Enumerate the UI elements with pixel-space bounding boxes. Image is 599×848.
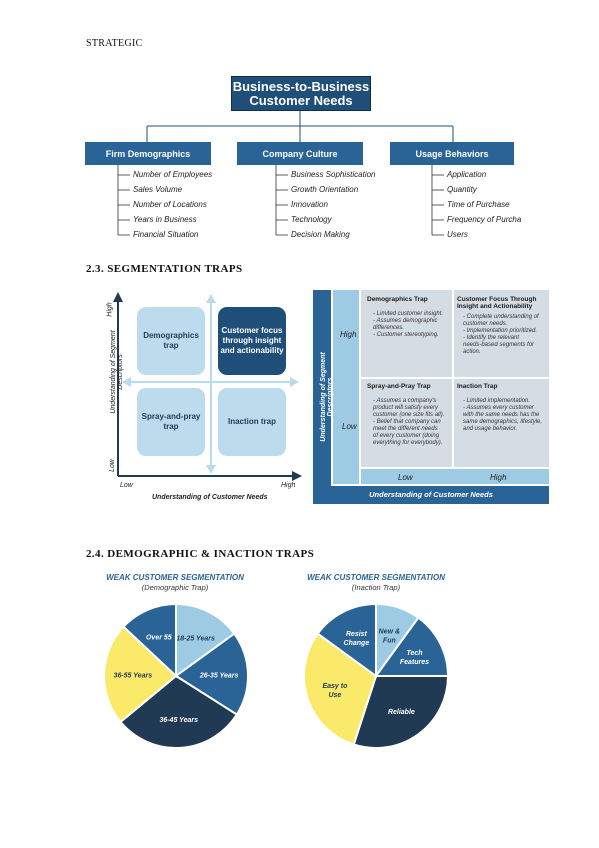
table-cell-line: - Assumes demographic: [373, 318, 438, 324]
quadrant-x-axis-label: Understanding of Customer Needs: [152, 494, 268, 501]
pie-slice-label: 36-55 Years: [114, 673, 153, 680]
table-cell-line: everything for everybody).: [373, 440, 443, 446]
table-cell-line: customer needs.: [463, 321, 508, 327]
pie2-subtitle: (Inaction Trap): [351, 583, 401, 592]
table-cell-title: Demographics Trap: [367, 296, 428, 303]
quadrant-y-high: High: [106, 302, 114, 317]
table-cell-demographics-trap: Demographics Trap - Limited customer ins…: [367, 296, 452, 339]
pie1-title: WEAK CUSTOMER SEGMENTATION: [106, 573, 244, 582]
table-row-high: High: [340, 330, 357, 339]
table-row-low: Low: [342, 422, 357, 431]
page-header-label: STRATEGIC: [86, 38, 143, 49]
table-cell-line: - Assumes a company's: [373, 398, 437, 404]
table-cell-line: needs-based segments for: [463, 342, 535, 348]
tree-item: Innovation: [291, 200, 328, 209]
pie-chart-demographic-trap: 18-25 Years 26-35 Years 36-45 Years 36-55 Y…: [103, 602, 249, 749]
tree-item: Technology: [291, 215, 332, 224]
pie2-title: WEAK CUSTOMER SEGMENTATION: [307, 573, 445, 582]
table-cell-line: action.: [463, 349, 481, 355]
tree-item: Financial Situation: [133, 230, 199, 239]
table-cell-line: meet the different needs: [373, 426, 438, 432]
tree-connectors: [117, 109, 454, 236]
table-cell-line: same demographics, lifestyle,: [463, 419, 543, 425]
table-cell-customer-focus: Customer Focus Through Insight and Actio…: [457, 296, 545, 356]
table-cell-line: - Identify the relevant: [463, 335, 520, 341]
table-cell-line: with the same needs has the: [463, 412, 540, 418]
pie-slice: [174, 632, 249, 716]
tree-category-firm-demographics: Firm Demographics: [85, 142, 211, 165]
table-cell-line: - Limited implementation.: [463, 398, 531, 404]
tree-item: Business Sophistication: [291, 170, 376, 179]
pie-slice: [316, 602, 377, 678]
table-cell-line: - Belief that company can: [373, 419, 441, 425]
pie-slice-label: Over 55: [146, 634, 172, 641]
pie-slice: [374, 616, 450, 677]
tree-item: Number of Employees: [133, 170, 213, 179]
table-cell-line: customer (one size fits all).: [373, 412, 445, 418]
pie-slice: [119, 674, 239, 749]
pie-slice: [303, 632, 378, 746]
table-cell-title: Inaction Trap: [457, 383, 498, 390]
pie-slice: [175, 602, 236, 678]
tree-category-usage-behaviors: Usage Behaviors: [390, 142, 514, 165]
quadrant-y-low: Low: [108, 459, 116, 472]
tree-item: Users: [447, 230, 468, 239]
table-col-high: High: [490, 473, 507, 482]
table-cell-title: Spray-and-Pray Trap: [367, 383, 431, 390]
quadrant-inaction-trap: Inaction trap: [227, 417, 276, 426]
table-cell-line: - Customer stereotyping.: [373, 332, 439, 338]
pie-slice: [122, 602, 177, 679]
pie-slice-label: New &Fun: [379, 628, 400, 644]
tree-item: Sales Volume: [133, 185, 183, 194]
pie-slice: [352, 675, 450, 749]
table-cell-spray-and-pray-trap: Spray-and-Pray Trap - Assumes a company'…: [367, 383, 452, 447]
table-x-axis-label: Understanding of Customer Needs: [369, 490, 493, 499]
table-cell-line: - Assumes every customer: [463, 405, 534, 411]
table-cell-title: Customer Focus Through Insight and Actio…: [457, 296, 537, 310]
table-y-axis-label: Understanding of Segment Descriptors: [320, 352, 334, 442]
pie-slice-label: 18-25 Years: [176, 636, 215, 643]
tree-item: Application: [447, 170, 487, 179]
tree-item: Years in Business: [133, 215, 197, 224]
pie-slice: [103, 625, 178, 724]
pie-slice-label: Reliable: [388, 709, 415, 716]
table-cell-line: and usage behavior.: [463, 426, 518, 432]
tree-category-company-culture: Company Culture: [237, 142, 363, 165]
table-cell-line: product will satisfy every: [373, 405, 439, 411]
tree-item: Time of Purchase: [447, 200, 510, 209]
table-background: [313, 290, 549, 504]
table-cell-line: - Limited customer insight.: [373, 311, 444, 317]
quadrant-demographics-trap: Demographics trap: [143, 331, 199, 350]
table-cell-line: - Implementation prioritized.: [463, 328, 538, 334]
section-title-demographic-inaction-traps: 2.4. DEMOGRAPHIC & INACTION TRAPS: [86, 548, 315, 560]
section-title-segmentation-traps: 2.3. SEGMENTATION TRAPS: [86, 263, 243, 275]
pie-slice-label: 26-35 Years: [199, 673, 239, 680]
table-col-low: Low: [398, 473, 413, 482]
table-cell-line: differences.: [373, 325, 405, 331]
pie-slice-label: 36-45 Years: [159, 717, 198, 724]
tree-item: Number of Locations: [133, 200, 207, 209]
tree-item: Quantity: [447, 185, 477, 194]
pie1-subtitle: (Demographic Trap): [141, 583, 209, 592]
quadrant-y-axis-label: Understanding of Segment Descriptors: [110, 330, 124, 414]
tree-root-box: Business-to-Business Customer Needs: [231, 76, 371, 111]
quadrant-x-high: High: [281, 482, 296, 489]
quadrant-spray-and-pray-trap: Spray-and-pray trap: [141, 412, 201, 431]
quadrant-axes: [113, 292, 302, 481]
tree-item: Growth Orientation: [291, 185, 359, 194]
table-cell-line: - Complete understanding of: [463, 314, 539, 320]
quadrant-x-low: Low: [120, 482, 133, 489]
table-cell-inaction-trap: Inaction Trap - Limited implementation. …: [457, 383, 545, 433]
quadrant-customer-focus: Customer focus through insight and actio…: [220, 326, 284, 355]
table-cell-line: of every customer (doing: [373, 433, 440, 439]
tree-item: Decision Making: [291, 230, 350, 239]
tree-item: Frequency of Purcha: [447, 215, 522, 224]
